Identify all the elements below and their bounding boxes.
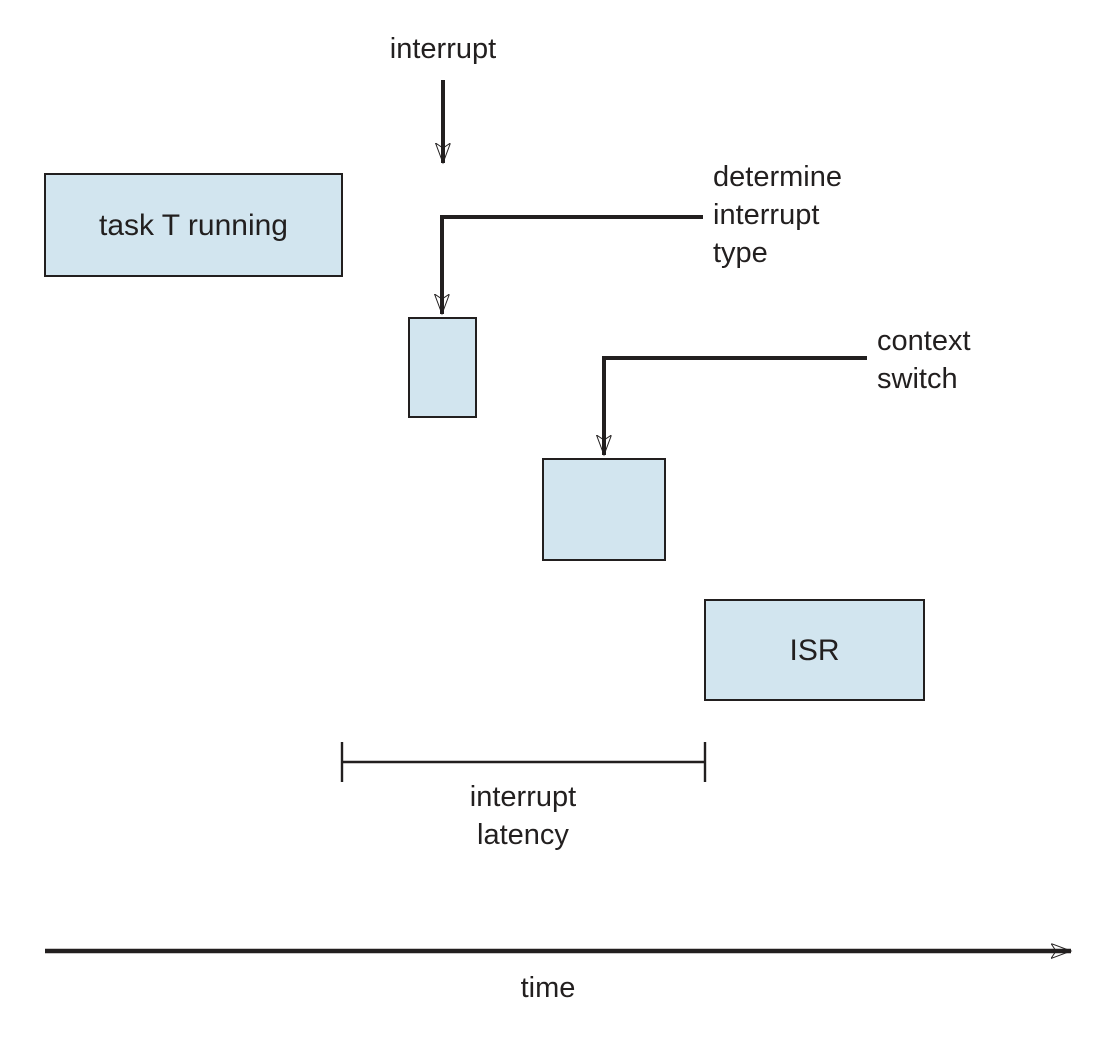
determine-interrupt-type-box xyxy=(408,317,477,418)
determine-connector-line xyxy=(442,215,703,314)
interrupt-label: interrupt xyxy=(389,33,497,65)
task-running-box: task T running xyxy=(44,173,343,277)
task-running-box-label: task T running xyxy=(98,208,288,242)
determine-interrupt-type-label: determine interrupt type xyxy=(713,161,842,269)
isr-box-label: ISR xyxy=(789,633,840,667)
context-switch-label: context switch xyxy=(877,325,971,395)
interrupt-latency-label: interrupt latency xyxy=(469,781,577,851)
time-axis-label: time xyxy=(520,972,576,1004)
context-switch-box xyxy=(542,458,666,561)
latency-bracket xyxy=(340,742,707,782)
context-switch-connector-line xyxy=(604,356,867,455)
isr-box: ISR xyxy=(704,599,925,701)
